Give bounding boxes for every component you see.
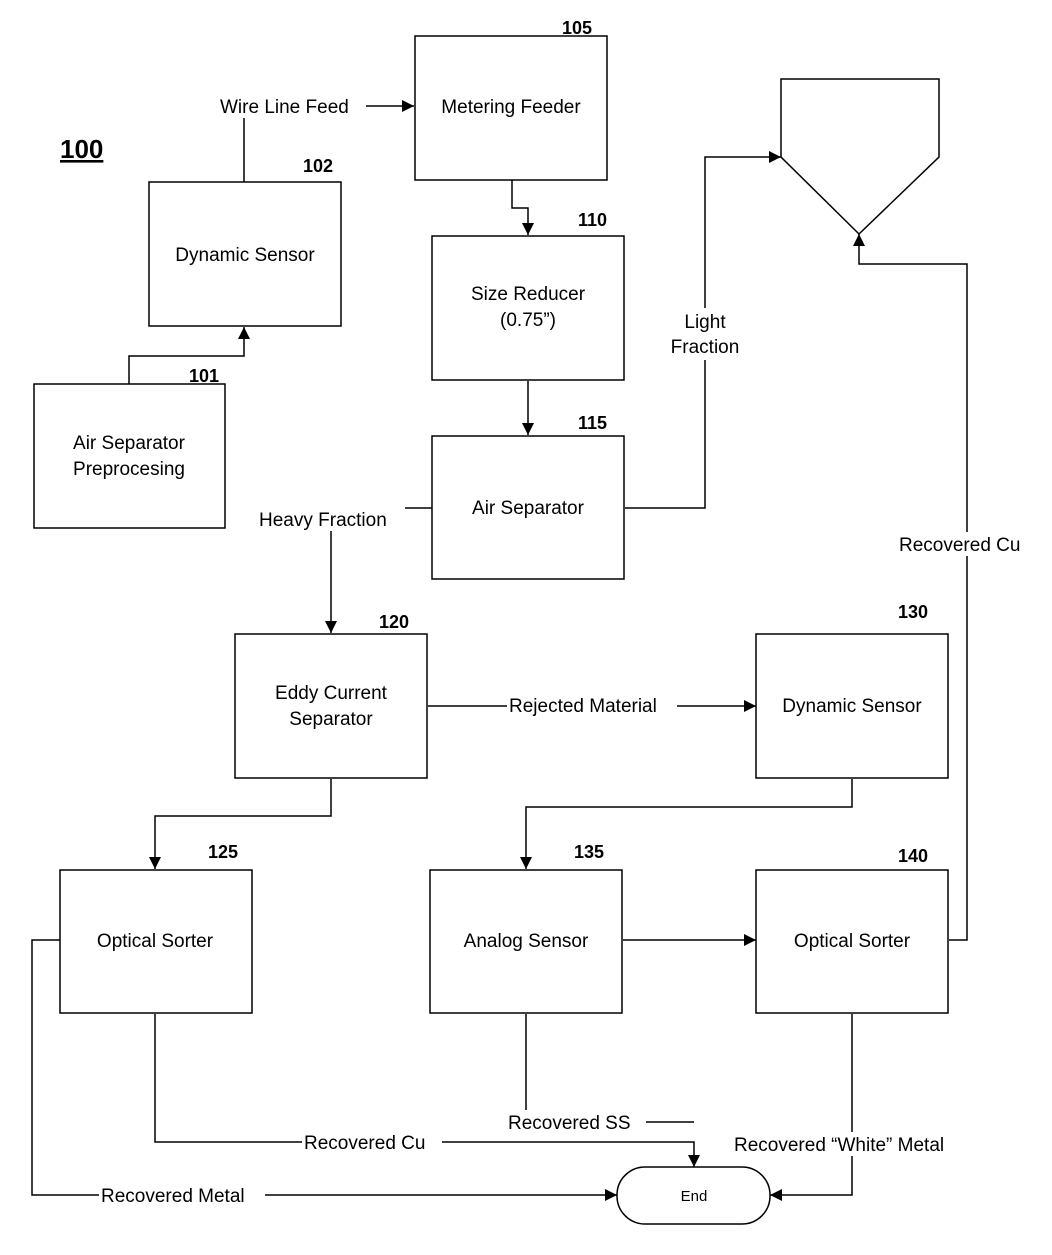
block-110: 110 Size Reducer (0.75”) [432,210,624,380]
block-140: 140 Optical Sorter [756,846,948,1013]
end-label: End [681,1188,708,1205]
block-125-ref: 125 [208,842,238,862]
block-140-label: Optical Sorter [794,931,911,952]
block-120-label-1: Eddy Current [275,683,388,704]
block-105-ref: 105 [562,18,592,38]
block-140-ref: 140 [898,846,928,866]
block-130: 130 Dynamic Sensor [756,602,948,778]
block-120-ref: 120 [379,612,409,632]
block-102-label: Dynamic Sensor [175,245,315,266]
block-130-ref: 130 [898,602,928,622]
block-115-ref: 115 [578,413,607,433]
label-recovered-cu-bottom: Recovered Cu [304,1133,425,1154]
block-105-label: Metering Feeder [441,97,581,118]
label-light-fraction-1: Light [684,312,726,333]
block-101-ref: 101 [189,366,219,386]
block-102-ref: 102 [303,156,333,176]
label-recovered-ss: Recovered SS [508,1113,631,1134]
block-110-ref: 110 [578,210,607,230]
end-terminator: End [617,1167,770,1224]
block-115: 115 Air Separator [432,413,624,579]
connector-140-to-end-white [770,1014,852,1195]
block-115-label: Air Separator [472,498,585,519]
block-102: 102 Dynamic Sensor [149,156,341,326]
block-120: 120 Eddy Current Separator [235,612,427,778]
block-125: 125 Optical Sorter [60,842,252,1013]
label-recovered-white-metal: Recovered “White” Metal [734,1135,944,1156]
connector-101-to-102 [129,327,244,384]
block-125-label: Optical Sorter [97,931,214,952]
label-wire-line-feed: Wire Line Feed [220,97,349,118]
connector-120-to-125 [155,779,331,869]
figure-ref: 100 [60,134,103,164]
block-110-label-1: Size Reducer [471,284,586,305]
connector-140-to-hopper [859,234,967,940]
label-recovered-metal: Recovered Metal [101,1186,245,1207]
label-light-fraction-2: Fraction [671,337,740,358]
block-110-label-2: (0.75”) [500,310,556,331]
connector-105-to-110 [512,180,528,235]
label-recovered-cu-right: Recovered Cu [899,535,1020,556]
block-101-label-2: Preprocesing [73,459,185,480]
block-101: 101 Air Separator Preprocesing [34,366,225,528]
block-130-label: Dynamic Sensor [782,696,922,717]
connector-135-to-end-ss [526,1014,694,1122]
label-heavy-fraction: Heavy Fraction [259,510,387,531]
block-120-label-2: Separator [289,709,373,730]
block-101-label-1: Air Separator [73,433,186,454]
collection-hopper [781,79,939,234]
block-135-ref: 135 [574,842,604,862]
block-105: 105 Metering Feeder [415,18,607,180]
label-rejected-material: Rejected Material [509,696,657,717]
block-135-label: Analog Sensor [464,931,589,952]
